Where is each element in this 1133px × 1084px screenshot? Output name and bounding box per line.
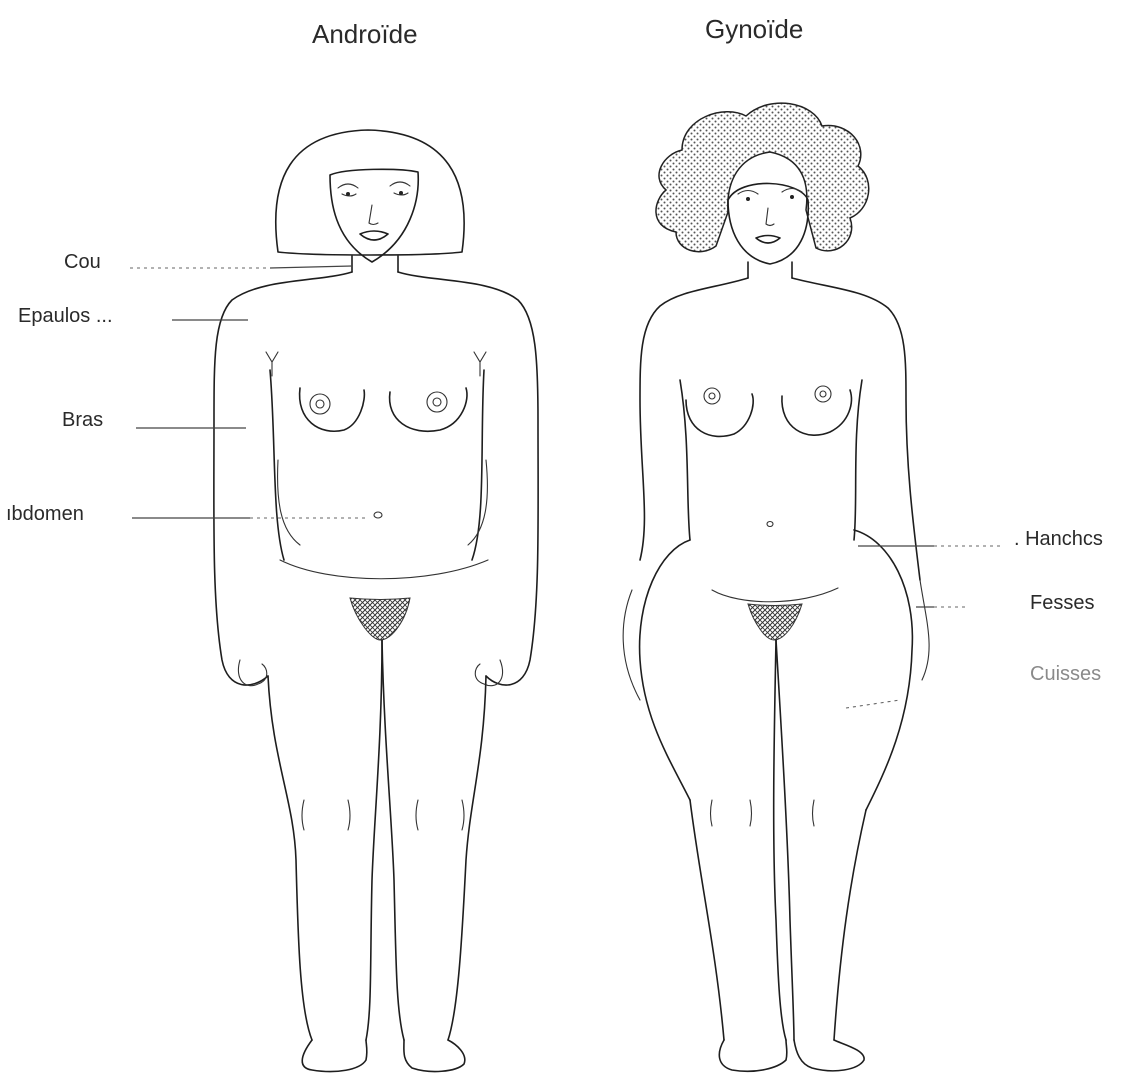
android-hair — [276, 130, 464, 255]
label-epaules: Epaulos ... — [18, 305, 113, 327]
android-title: Androïde — [312, 19, 418, 49]
leader-cuisses — [846, 700, 900, 708]
label-fesses: Fesses — [1030, 592, 1094, 614]
label-abdomen: ıbdomen — [6, 503, 84, 525]
label-bras: Bras — [62, 409, 103, 431]
label-hanches: . Hanchcs — [1014, 528, 1103, 550]
gynoid-title: Gynoïde — [705, 14, 803, 44]
gynoid-face — [728, 183, 808, 264]
gynoid-body-outline — [640, 278, 920, 580]
gynoid-figure — [623, 103, 929, 1071]
label-cuisses: Cuisses — [1030, 663, 1101, 685]
android-mouth — [360, 231, 388, 240]
gynoid-hair — [656, 103, 869, 252]
android-figure — [214, 130, 538, 1072]
android-pubic — [350, 598, 410, 640]
gynoid-mouth — [756, 236, 780, 244]
gynoid-pubic — [748, 604, 802, 640]
label-cou: Cou — [64, 251, 101, 273]
